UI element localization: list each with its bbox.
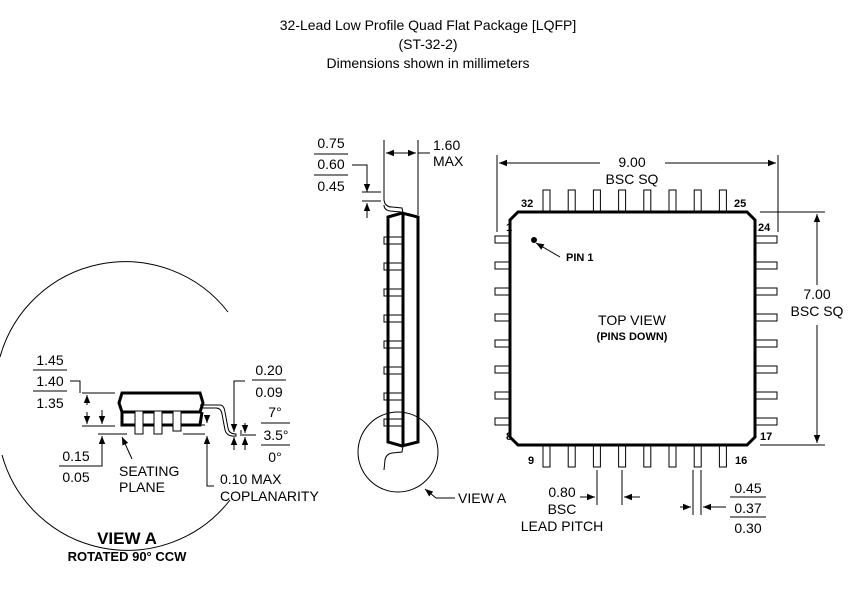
- title-line-1: 32-Lead Low Profile Quad Flat Package [L…: [280, 17, 577, 33]
- pin-number-1: 1: [506, 222, 512, 234]
- lead-angle-nom: 3.5°: [263, 427, 288, 443]
- lead-width-min: 0.30: [734, 520, 761, 536]
- top-pin: [643, 189, 652, 213]
- bottom-pin: [567, 444, 576, 468]
- side-view: 1.60 MAX 0.75 0.60 0.45 VIEW A: [314, 135, 507, 506]
- top-pin: [693, 189, 702, 213]
- right-pin: [754, 365, 778, 374]
- top-pin: [542, 189, 551, 213]
- top-pin: [718, 189, 727, 213]
- left-pin: [494, 313, 511, 322]
- standoff-min: 0.05: [62, 469, 89, 485]
- coplanarity-label: COPLANARITY: [220, 488, 319, 504]
- view-a-circle-bottom: [1, 454, 231, 551]
- standoff-max: 0.75: [317, 135, 344, 151]
- pitch-note-lead-pitch: LEAD PITCH: [521, 518, 603, 534]
- view-a-subtitle: ROTATED 90° CCW: [68, 549, 188, 564]
- right-pin: [754, 313, 778, 322]
- height-max-note: MAX: [433, 153, 464, 169]
- lead-width-max: 0.45: [734, 480, 761, 496]
- pin-number-24: 24: [758, 222, 771, 234]
- bottom-pin: [643, 444, 652, 468]
- view-a-title: VIEW A: [97, 529, 157, 548]
- view-a-callout: VIEW A: [458, 490, 507, 506]
- top-pin: [668, 189, 677, 213]
- body-height-nom: 1.40: [36, 373, 63, 389]
- coplanarity-value: 0.10 MAX: [220, 471, 282, 487]
- pin1-leader: [535, 242, 561, 258]
- body-height-max: 1.45: [36, 352, 63, 368]
- top-view-pins: [494, 189, 778, 468]
- side-view-pins: [383, 236, 403, 427]
- title-line-3: Dimensions shown in millimeters: [326, 55, 529, 71]
- height-dimension: 7.00: [803, 286, 830, 302]
- bottom-pin: [668, 444, 677, 468]
- title-line-2: (ST-32-2): [398, 36, 457, 52]
- pin-number-17: 17: [760, 431, 772, 443]
- title-block: 32-Lead Low Profile Quad Flat Package [L…: [280, 17, 577, 71]
- body-height-min: 1.35: [36, 395, 63, 411]
- height-max-dimension: 1.60: [433, 137, 460, 153]
- right-pin: [754, 287, 778, 296]
- view-a-detail-circle: [357, 411, 439, 493]
- standoff-max: 0.15: [62, 448, 89, 464]
- right-pin: [754, 417, 778, 426]
- top-pin: [618, 189, 627, 213]
- package-body-outline: [508, 210, 757, 447]
- lead-angle-min: 0°: [268, 449, 281, 465]
- right-pin: [754, 235, 778, 244]
- top-view-label: TOP VIEW: [598, 312, 667, 328]
- top-pin: [567, 189, 576, 213]
- pitch-note-bsc: BSC: [548, 501, 577, 517]
- seating-plane-label-2: PLANE: [119, 479, 165, 495]
- width-dimension: 9.00: [618, 154, 645, 170]
- left-pin: [494, 365, 511, 374]
- pin-number-9: 9: [528, 455, 534, 467]
- left-pin: [494, 417, 511, 426]
- top-view-sublabel: (PINS DOWN): [597, 331, 668, 343]
- pin1-label: PIN 1: [566, 252, 594, 264]
- standoff-min: 0.45: [317, 178, 344, 194]
- lead-thickness-max: 0.20: [255, 362, 282, 378]
- left-pin: [494, 261, 511, 270]
- top-pin: [592, 189, 601, 213]
- pin-number-8: 8: [506, 431, 512, 443]
- bottom-pin: [618, 444, 627, 468]
- right-pin: [754, 339, 778, 348]
- bottom-pin: [592, 444, 601, 468]
- pin-number-32: 32: [521, 198, 533, 210]
- left-pin: [494, 235, 511, 244]
- lead-thickness-min: 0.09: [255, 384, 282, 400]
- pin-number-16: 16: [735, 455, 747, 467]
- lead-width-nom: 0.37: [734, 500, 761, 516]
- pin-number-25: 25: [734, 198, 746, 210]
- left-pin: [494, 339, 511, 348]
- pitch-dimension: 0.80: [548, 484, 575, 500]
- view-a-circle-top: [0, 261, 229, 358]
- bottom-pin: [542, 444, 551, 468]
- right-pin: [754, 391, 778, 400]
- bottom-pin: [718, 444, 727, 468]
- right-pin: [754, 261, 778, 270]
- left-pin: [494, 287, 511, 296]
- lead-angle-max: 7°: [268, 404, 281, 420]
- width-note: BSC SQ: [606, 171, 659, 187]
- pin1-indicator-dot: [531, 237, 537, 243]
- top-view: PIN 1 TOP VIEW (PINS DOWN) 1 8 9 16 17 2…: [494, 154, 844, 536]
- left-pin: [494, 391, 511, 400]
- bottom-pin: [693, 444, 702, 468]
- view-a-detail: 1.45 1.40 1.35 0.15 0.05 SEATING PLANE 0…: [0, 261, 319, 564]
- height-note: BSC SQ: [791, 303, 844, 319]
- seating-plane-label-1: SEATING: [119, 463, 179, 479]
- standoff-nom: 0.60: [317, 156, 344, 172]
